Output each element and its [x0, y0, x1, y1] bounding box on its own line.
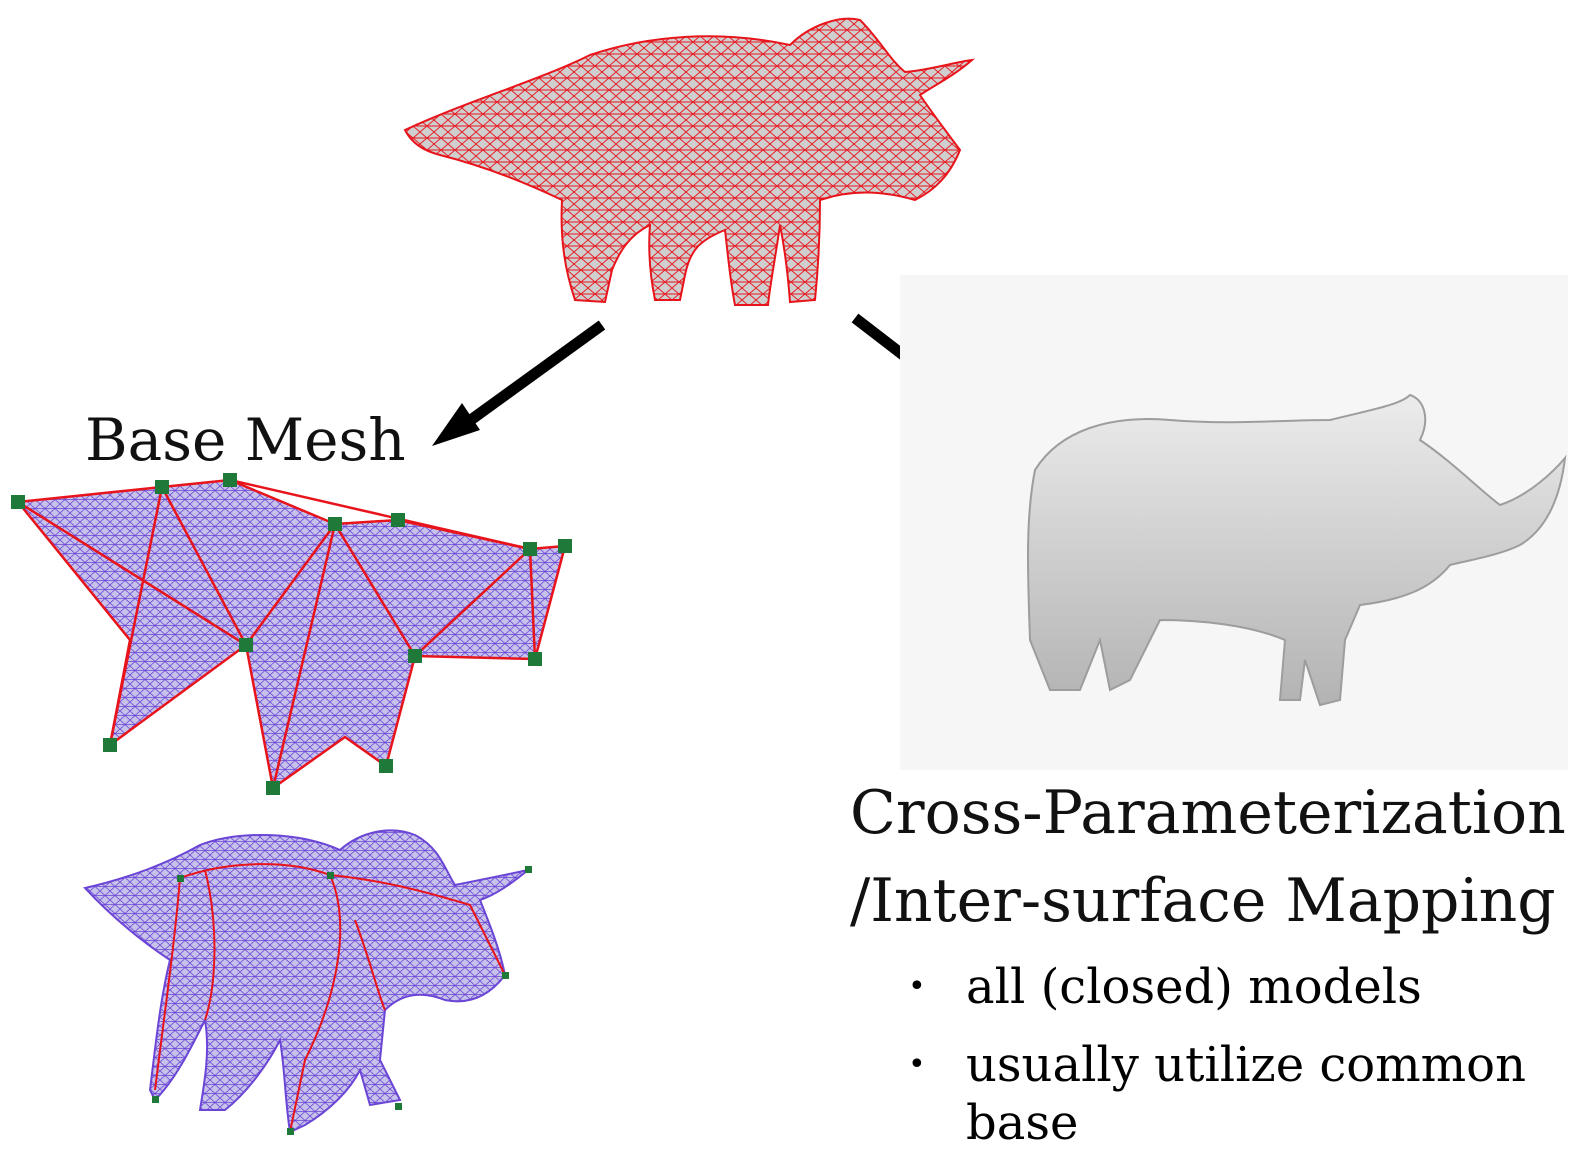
bullet-icon: •	[908, 1036, 926, 1094]
base-mesh-icon	[11, 473, 572, 795]
bullet-list: •all (closed) models •usually utilize co…	[900, 958, 1560, 1172]
triceratops-wireframe-icon	[398, 5, 978, 320]
rhino-surface-icon	[900, 275, 1568, 770]
inter-surface-mapping-title: /Inter-surface Mapping	[850, 866, 1556, 936]
bullet-icon: •	[908, 958, 926, 1016]
base-mesh-label: Base Mesh	[85, 406, 406, 474]
list-item: •usually utilize common base	[900, 1036, 1560, 1152]
arrow-left-icon	[432, 325, 602, 446]
list-item: •all (closed) models	[900, 958, 1560, 1016]
triceratops-parameterized-icon	[85, 830, 532, 1135]
cross-parameterization-title: Cross-Parameterization	[850, 778, 1566, 848]
